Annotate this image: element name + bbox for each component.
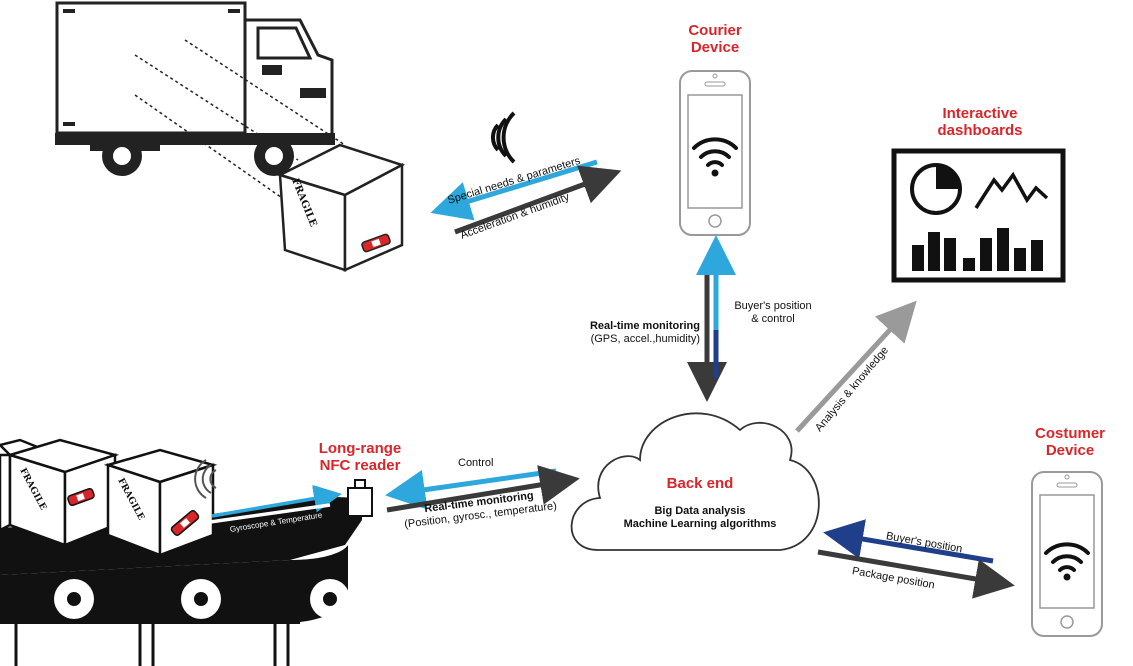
backend-cloud	[570, 412, 820, 551]
arrow-realtime-monitoring-nfc	[386, 465, 580, 513]
label-realtime-monitoring-courier: Real-time monitoring (GPS, accel.,humidi…	[589, 320, 700, 345]
wifi-dot-courier	[711, 169, 719, 177]
nfc-signal-icon	[194, 459, 217, 499]
label-buyer-position-control: Buyer's position & control	[734, 300, 812, 325]
backend-subtitle: Big Data analysis Machine Learning algor…	[623, 505, 777, 530]
line-chart-icon	[974, 171, 1049, 209]
arrow-gyroscope-temperature	[209, 503, 331, 524]
wireless-signal-icon	[490, 111, 516, 164]
arrow-control	[385, 468, 557, 510]
costumer-phone	[1031, 471, 1103, 637]
backend-title: Back end	[666, 475, 734, 492]
bar-chart-icon	[912, 228, 1043, 271]
conveyor-fragile-stickers	[67, 487, 200, 536]
costumer-device-title: Costumer Device	[1034, 425, 1105, 459]
arrow-legislation-parameters	[211, 484, 342, 518]
wifi-icon-costumer	[1044, 542, 1090, 572]
truck-illustration	[55, 1, 406, 272]
wifi-dot-costumer	[1063, 573, 1071, 581]
long-range-nfc-title: Long-range NFC reader	[318, 440, 402, 474]
wifi-icon-courier	[692, 137, 738, 167]
interactive-dashboards-title: Interactive dashboards	[937, 105, 1023, 139]
conveyor-gear-icons	[54, 579, 350, 619]
courier-device-title: Courier Device	[688, 22, 742, 56]
label-control: Control	[458, 457, 494, 469]
arrow-acceleration-humidity	[454, 165, 622, 235]
arrow-buyers-position	[823, 519, 994, 564]
arrow-package-position	[817, 549, 1015, 599]
arrow-special-needs	[430, 159, 598, 221]
nfc-reader-device	[347, 479, 373, 517]
arrow-analysis-knowledge	[795, 300, 917, 433]
pie-chart-icon	[910, 163, 962, 215]
